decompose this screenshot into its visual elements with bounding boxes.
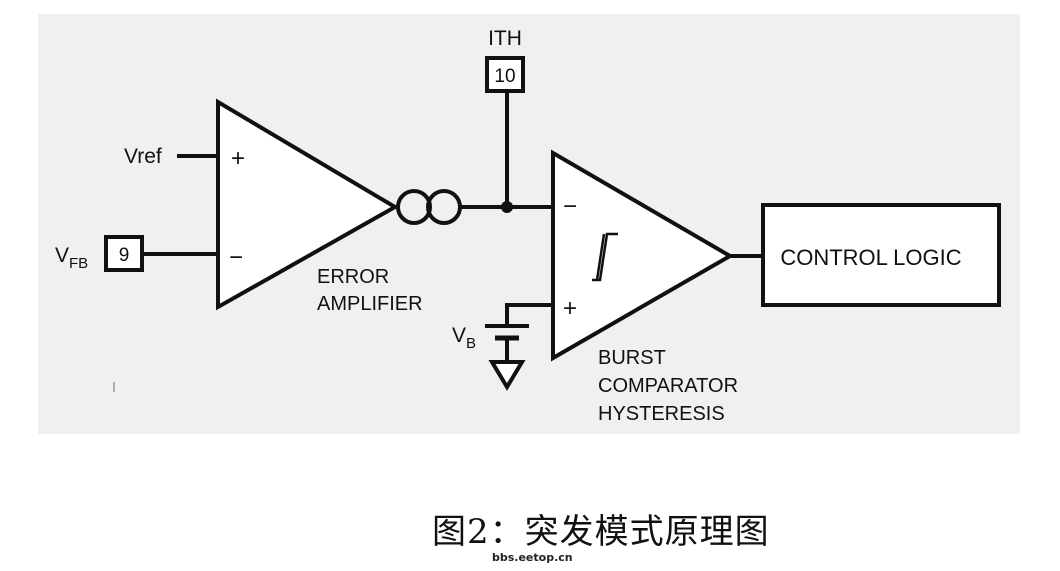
ground-icon	[488, 360, 526, 391]
vfb-pin-number: 9	[119, 245, 130, 266]
watermark: bbs.eetop.cn	[492, 551, 573, 564]
error-amp-label-1: ERROR	[317, 266, 389, 288]
vref-label: Vref	[124, 145, 162, 168]
error-amp-minus: −	[229, 244, 243, 271]
control-logic-box	[761, 203, 1001, 307]
figure-caption: 图2：突发模式原理图	[432, 512, 770, 552]
comparator-plus: +	[563, 295, 577, 322]
vfb-label: VFB	[55, 244, 88, 272]
burst-comparator	[551, 149, 734, 362]
vb-wire-top	[505, 303, 553, 326]
vb-label: VB	[452, 324, 476, 352]
hysteresis-icon	[592, 232, 618, 282]
error-amp-plus: +	[231, 145, 245, 172]
comparator-minus: −	[563, 193, 577, 220]
junction-dot	[501, 201, 513, 213]
gm-circle-left	[396, 189, 432, 225]
error-amplifier	[216, 98, 399, 311]
control-logic-label: CONTROL LOGIC	[780, 245, 961, 270]
comparator-label-3: HYSTERESIS	[598, 403, 725, 425]
comparator-label-2: COMPARATOR	[598, 375, 738, 397]
error-amp-label-2: AMPLIFIER	[317, 293, 423, 315]
ith-pin-box	[485, 56, 525, 93]
ith-pin-number: 10	[494, 66, 515, 87]
gm-circle-right	[426, 189, 462, 225]
ith-label: ITH	[488, 27, 522, 50]
comparator-label-1: BURST	[598, 347, 666, 369]
